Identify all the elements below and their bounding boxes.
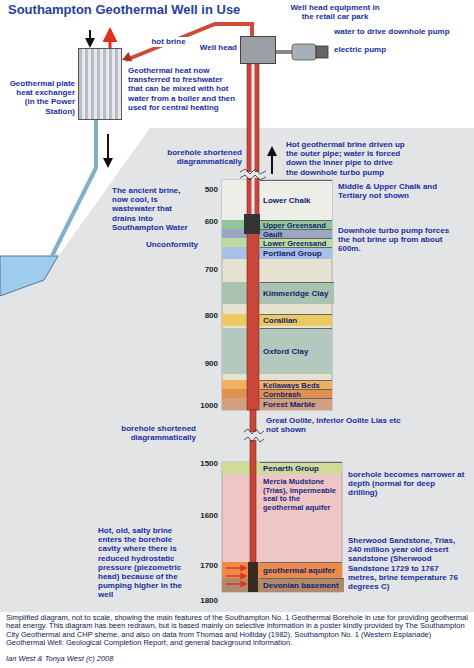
band-label: Devonian basement xyxy=(263,581,339,591)
pump-pipe xyxy=(276,50,292,54)
annotation: Downhole turbo pump forces the hot brine… xyxy=(338,226,456,254)
strata-band: Oxford Clay xyxy=(260,328,332,374)
edge-label: hot brine xyxy=(149,37,187,46)
outer-pipe xyxy=(247,64,259,410)
strata-band: geothermal aquifer xyxy=(260,562,342,578)
freshwater-out xyxy=(109,30,112,48)
band-label: Penarth Group xyxy=(263,464,319,474)
annotation: Sherwood Sandstone, Trias, 240 million y… xyxy=(348,536,466,591)
title: Southampton Geothermal Well in Use xyxy=(8,2,240,17)
depth-number: 1800 xyxy=(196,596,218,605)
strata-band: Forest Marble xyxy=(260,398,332,410)
pipe-line xyxy=(126,24,252,60)
annotation: Hot, old, salty brine enters the borehol… xyxy=(98,526,196,600)
strata-band: Penarth Group xyxy=(260,462,342,474)
strata-band: Cornbrash xyxy=(260,389,332,398)
strata-band: Lower Chalk xyxy=(260,180,332,220)
annotation: Geothermal heat now transferred to fresh… xyxy=(128,66,236,112)
band-label: geothermal aquifer xyxy=(263,566,335,576)
flow-arrow xyxy=(271,148,273,174)
strata-band: Kimmeridge Clay xyxy=(260,282,334,304)
heat-exchanger: Geothermal plate heat exchanger (in the … xyxy=(78,48,122,120)
band-label: Corallian xyxy=(263,316,297,326)
strata-band: Upper Greensand xyxy=(260,220,332,229)
inner-pipe xyxy=(252,64,255,214)
band-label: Lower Chalk xyxy=(263,196,311,206)
ground xyxy=(0,128,474,612)
node-label: Well head xyxy=(200,43,237,52)
mercia-mudstone xyxy=(222,462,342,592)
band-label: Kimmeridge Clay xyxy=(263,289,328,299)
annotation: electric pump xyxy=(334,45,424,54)
depth-number: 500 xyxy=(196,185,218,194)
annotation: borehole becomes narrower at depth (norm… xyxy=(348,470,466,498)
break-mark xyxy=(240,169,266,174)
break-mark xyxy=(244,437,264,442)
annotation: water to drive downhole pump xyxy=(334,27,468,36)
depth-number: 1500 xyxy=(196,459,218,468)
arrow-head xyxy=(122,52,132,61)
node-label: Geothermal plate heat exchanger (in the … xyxy=(5,79,75,116)
credit: Ian West & Tonya West (c) 2008 xyxy=(6,655,226,664)
annotation: The ancient brine, now cool, is wastewat… xyxy=(112,186,198,232)
annotation: Mercia Mudstone (Trias), impermeable sea… xyxy=(263,478,341,513)
depth-number: 700 xyxy=(196,265,218,274)
flow-arrow xyxy=(107,134,109,166)
strata-band: Portland Group xyxy=(260,247,332,259)
waste-pipe xyxy=(52,120,96,256)
depth-number: 1000 xyxy=(196,401,218,410)
caption: Simplified diagram, not to scale, showin… xyxy=(6,614,468,648)
strata-band: Corallian xyxy=(260,314,332,326)
depth-number: 900 xyxy=(196,359,218,368)
strata-band: Devonian basement xyxy=(260,578,344,592)
brine-inflow xyxy=(226,567,246,568)
sea xyxy=(0,256,58,296)
band-label: Oxford Clay xyxy=(263,347,308,357)
annotation: Hot geothermal brine driven up the outer… xyxy=(286,140,406,177)
depth-number: 600 xyxy=(196,217,218,226)
strata-band: Kellaways Beds xyxy=(260,380,332,389)
band-label: Portland Group xyxy=(263,249,322,259)
band-label: Forest Marble xyxy=(263,400,315,410)
depth-number: 1700 xyxy=(196,561,218,570)
brine-pipe xyxy=(122,24,252,61)
annotation: borehole shortened diagrammatically xyxy=(118,424,196,442)
annotation: Unconformity xyxy=(138,240,198,249)
annotation: Well head equipment in the retail car pa… xyxy=(285,3,385,21)
break-mark xyxy=(244,429,264,434)
annotation: Middle & Upper Chalk and Tertiary not sh… xyxy=(338,182,456,200)
well-head-equipment: Well head xyxy=(240,36,276,64)
strata-column xyxy=(222,180,332,410)
annotation: borehole shortened diagrammatically xyxy=(158,148,242,166)
borehole-cavity xyxy=(248,562,258,592)
brine-inflow xyxy=(226,583,246,584)
electric-pump xyxy=(292,44,316,60)
annotation: Great Oolite, Inferior Oolite Lias etc n… xyxy=(266,416,406,434)
strata-band: Gault xyxy=(260,229,332,238)
strata-band: Lower Greensand xyxy=(260,238,332,247)
depth-number: 800 xyxy=(196,311,218,320)
brine-inflow xyxy=(226,575,246,576)
pump-motor xyxy=(316,46,328,58)
depth-number: 1600 xyxy=(196,511,218,520)
freshwater-in xyxy=(89,30,91,46)
